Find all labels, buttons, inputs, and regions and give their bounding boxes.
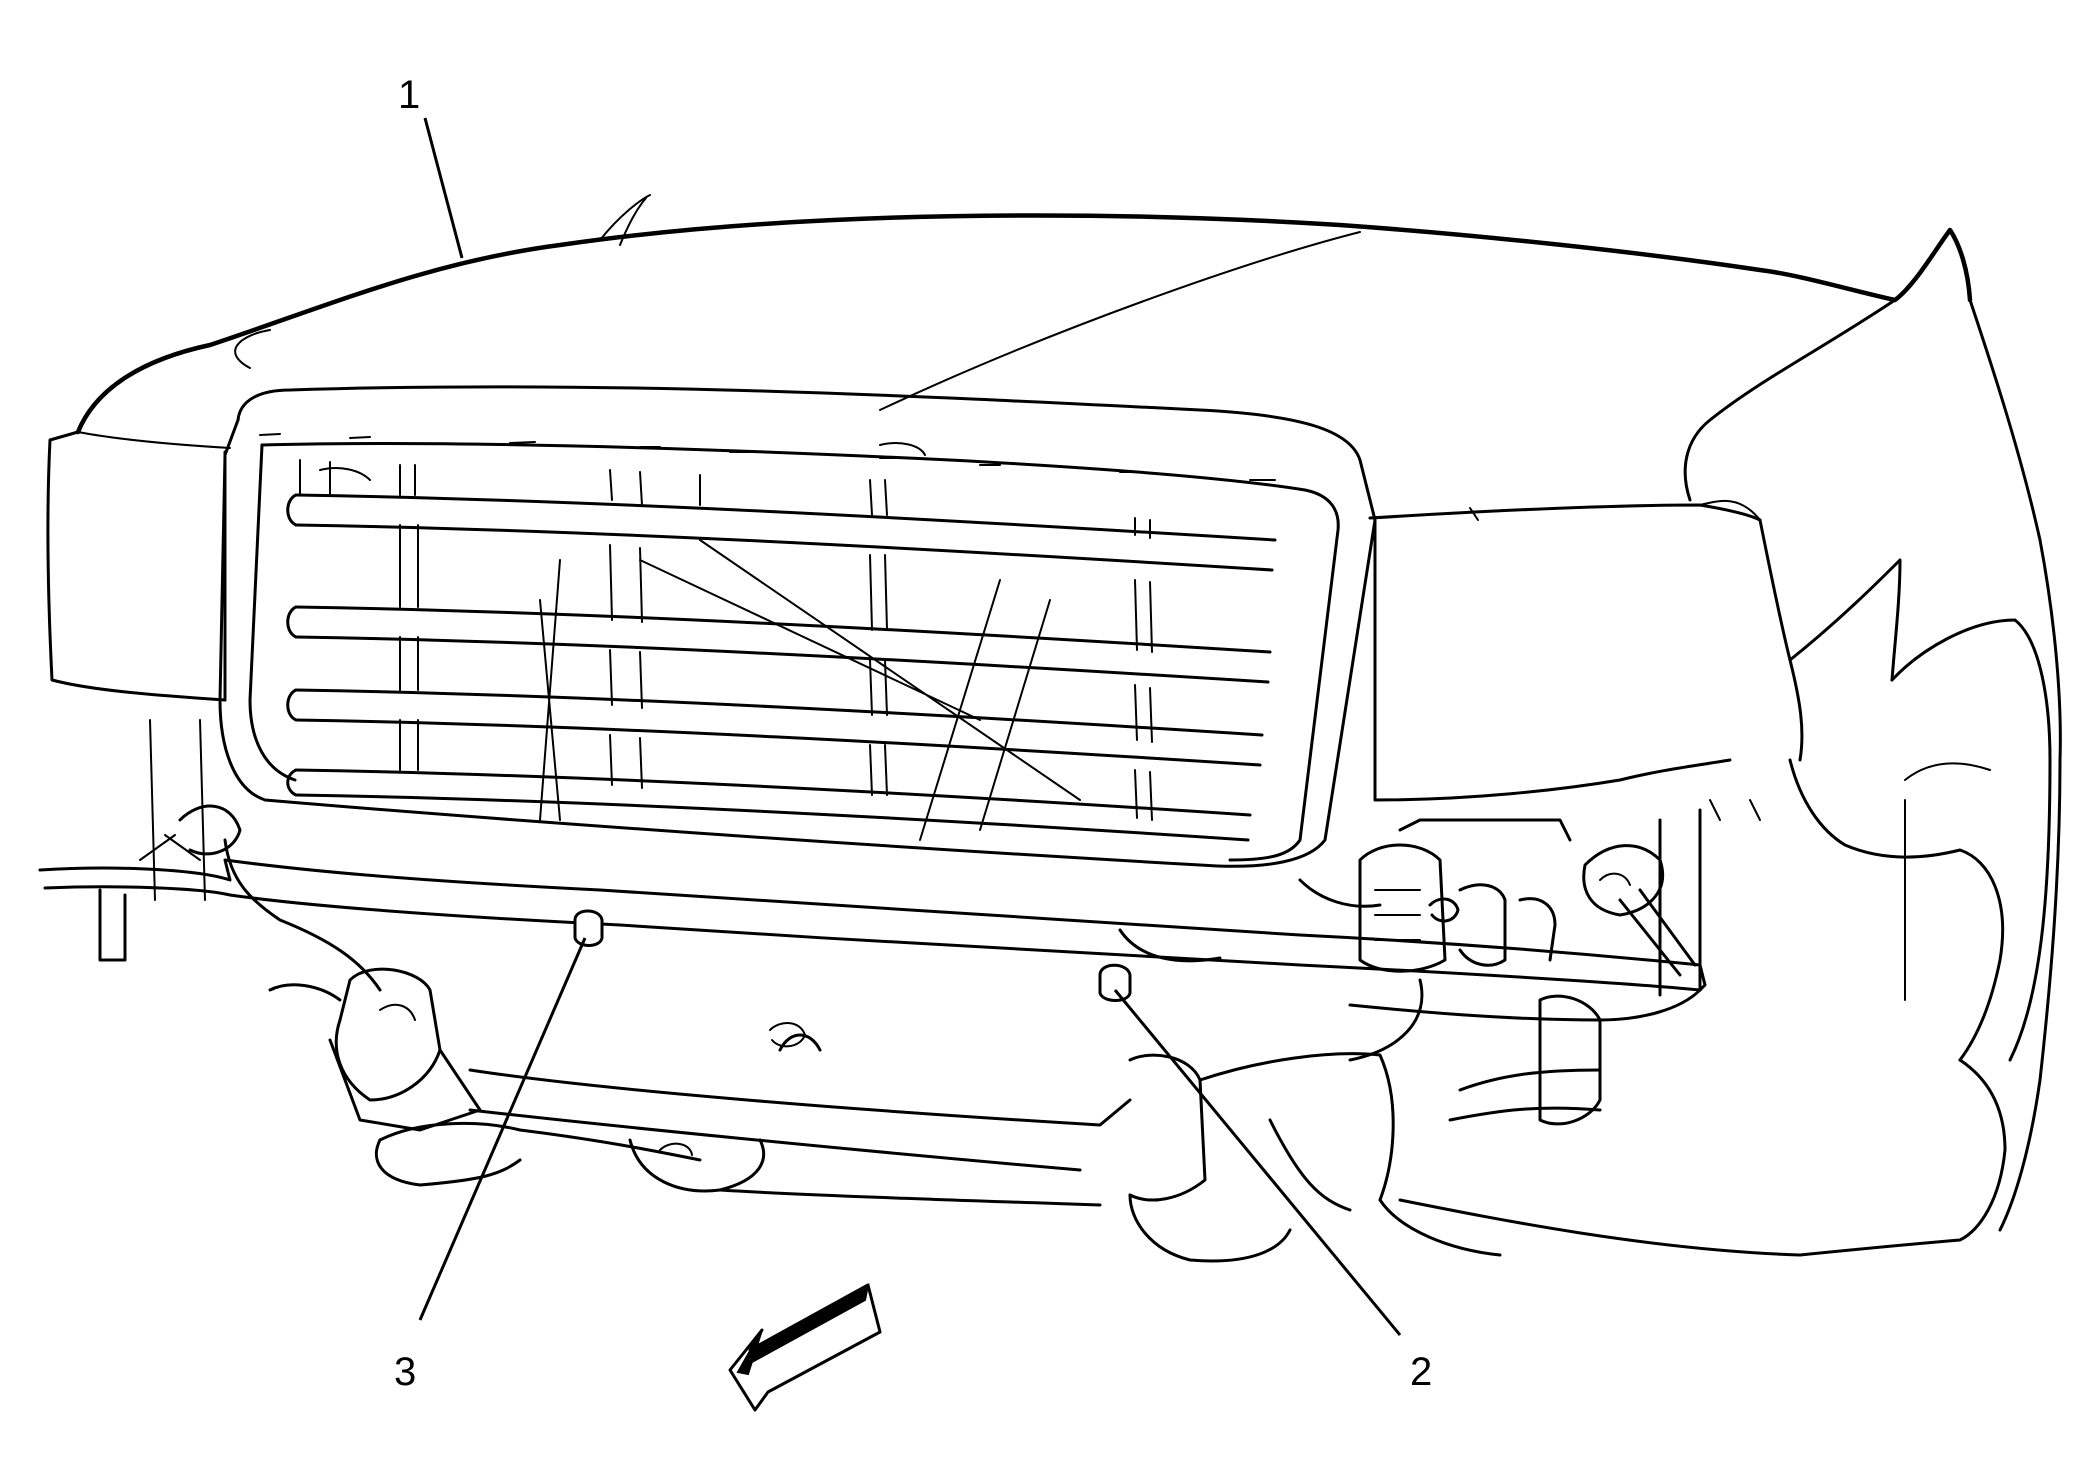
callout-label-2: 2 [1410, 1350, 1432, 1394]
callout-2-leader [1113, 989, 1402, 1336]
callout-label-3: 3 [394, 1350, 416, 1394]
grille [218, 385, 1377, 868]
right-fender [1398, 298, 2062, 1257]
forward-arrow-icon [728, 1283, 882, 1412]
callout-label-1: 1 [398, 73, 420, 117]
callout-3-leader [418, 937, 587, 1321]
radiator-support [38, 719, 1761, 1263]
callout-1-leader [423, 117, 464, 259]
hood [75, 194, 1973, 449]
